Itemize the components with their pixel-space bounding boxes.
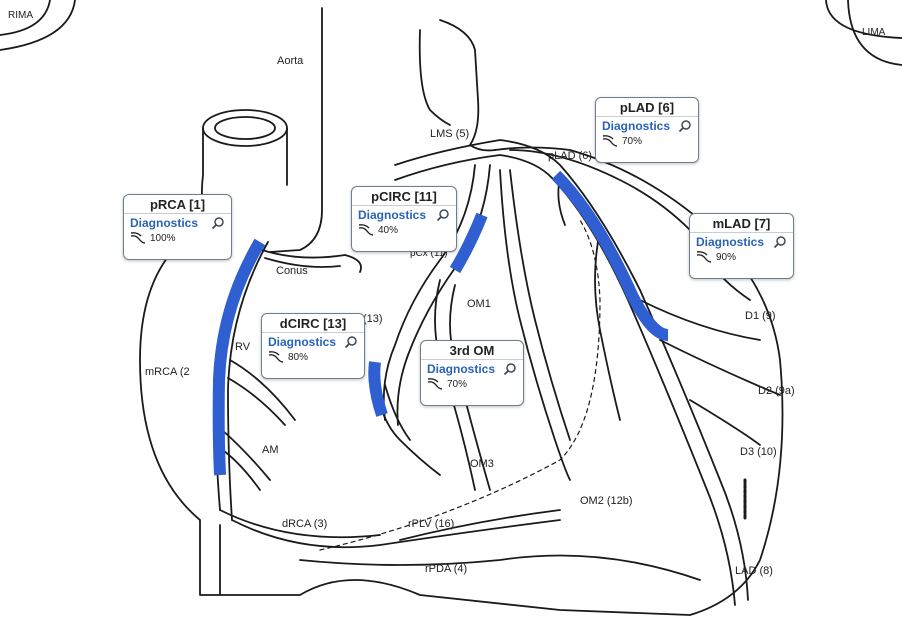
- om2-label: OM2 (12b): [580, 495, 633, 507]
- card-title: pLAD [6]: [596, 98, 698, 117]
- stenosis-value: 70%: [447, 379, 467, 390]
- prca-segment: [219, 242, 260, 475]
- segment-card-pcirc[interactable]: pCIRC [11] Diagnostics 40%: [351, 186, 457, 252]
- card-title: mLAD [7]: [690, 214, 793, 233]
- segment-card-plad[interactable]: pLAD [6] Diagnostics 70%: [595, 97, 699, 163]
- dcirc-segment: [374, 362, 382, 415]
- search-icon[interactable]: [678, 119, 692, 133]
- rv-label: RV: [235, 341, 250, 353]
- diagnostics-link[interactable]: Diagnostics: [358, 208, 426, 222]
- search-icon[interactable]: [344, 335, 358, 349]
- card-title: dCIRC [13]: [262, 314, 364, 333]
- om3-label: OM3: [470, 458, 494, 470]
- segment-card-dcirc[interactable]: dCIRC [13] Diagnostics 80%: [261, 313, 365, 379]
- segment-card-3rd-om[interactable]: 3rd OM Diagnostics 70%: [420, 340, 524, 406]
- drca-label: dRCA (3): [282, 518, 327, 530]
- diagnostics-link[interactable]: Diagnostics: [427, 362, 495, 376]
- d3-label: D3 (10): [740, 446, 777, 458]
- d2-label: D2 (9a): [758, 385, 795, 397]
- diagnostics-link[interactable]: Diagnostics: [268, 335, 336, 349]
- plad-label: pLAD (6): [548, 150, 592, 162]
- lima-label: LIMA: [862, 27, 885, 38]
- stenosis-icon: [696, 251, 712, 263]
- stenosis-icon: [268, 351, 284, 363]
- diagnostics-link[interactable]: Diagnostics: [130, 216, 198, 230]
- rpda-label: rPDA (4): [425, 563, 467, 575]
- rima-arcs: [0, 0, 75, 50]
- search-icon[interactable]: [436, 208, 450, 222]
- stenosis-icon: [358, 224, 374, 236]
- card-title: 3rd OM: [421, 341, 523, 360]
- stenosis-value: 80%: [288, 352, 308, 363]
- stenosis-value: 100%: [150, 233, 176, 244]
- mrca-label: mRCA (2: [145, 366, 190, 378]
- om1-label: OM1: [467, 298, 491, 310]
- pcirc-segment: [455, 215, 482, 270]
- d1-label: D1 (9): [745, 310, 776, 322]
- card-title: pRCA [1]: [124, 195, 231, 214]
- segment-card-prca[interactable]: pRCA [1] Diagnostics 100%: [123, 194, 232, 260]
- rima-label: RIMA: [8, 10, 33, 21]
- stenosis-icon: [427, 378, 443, 390]
- search-icon[interactable]: [773, 235, 787, 249]
- stenosis-value: 90%: [716, 252, 736, 263]
- lad8-label: LAD (8): [735, 565, 773, 577]
- stenosis-icon: [130, 232, 146, 244]
- stenosis-value: 70%: [622, 136, 642, 147]
- search-icon[interactable]: [211, 216, 225, 230]
- diagnostics-link[interactable]: Diagnostics: [696, 235, 764, 249]
- am-label: AM: [262, 444, 279, 456]
- segment-card-mlad[interactable]: mLAD [7] Diagnostics 90%: [689, 213, 794, 279]
- search-icon[interactable]: [503, 362, 517, 376]
- rplv-label: rPLV (16): [408, 518, 454, 530]
- stenosis-value: 40%: [378, 225, 398, 236]
- lms-label: LMS (5): [430, 128, 469, 140]
- aorta-label: Aorta: [277, 55, 303, 67]
- seg13-label: (13): [363, 313, 383, 325]
- conus-label: Conus: [276, 265, 308, 277]
- diagnostics-link[interactable]: Diagnostics: [602, 119, 670, 133]
- stenosis-icon: [602, 135, 618, 147]
- card-title: pCIRC [11]: [352, 187, 456, 206]
